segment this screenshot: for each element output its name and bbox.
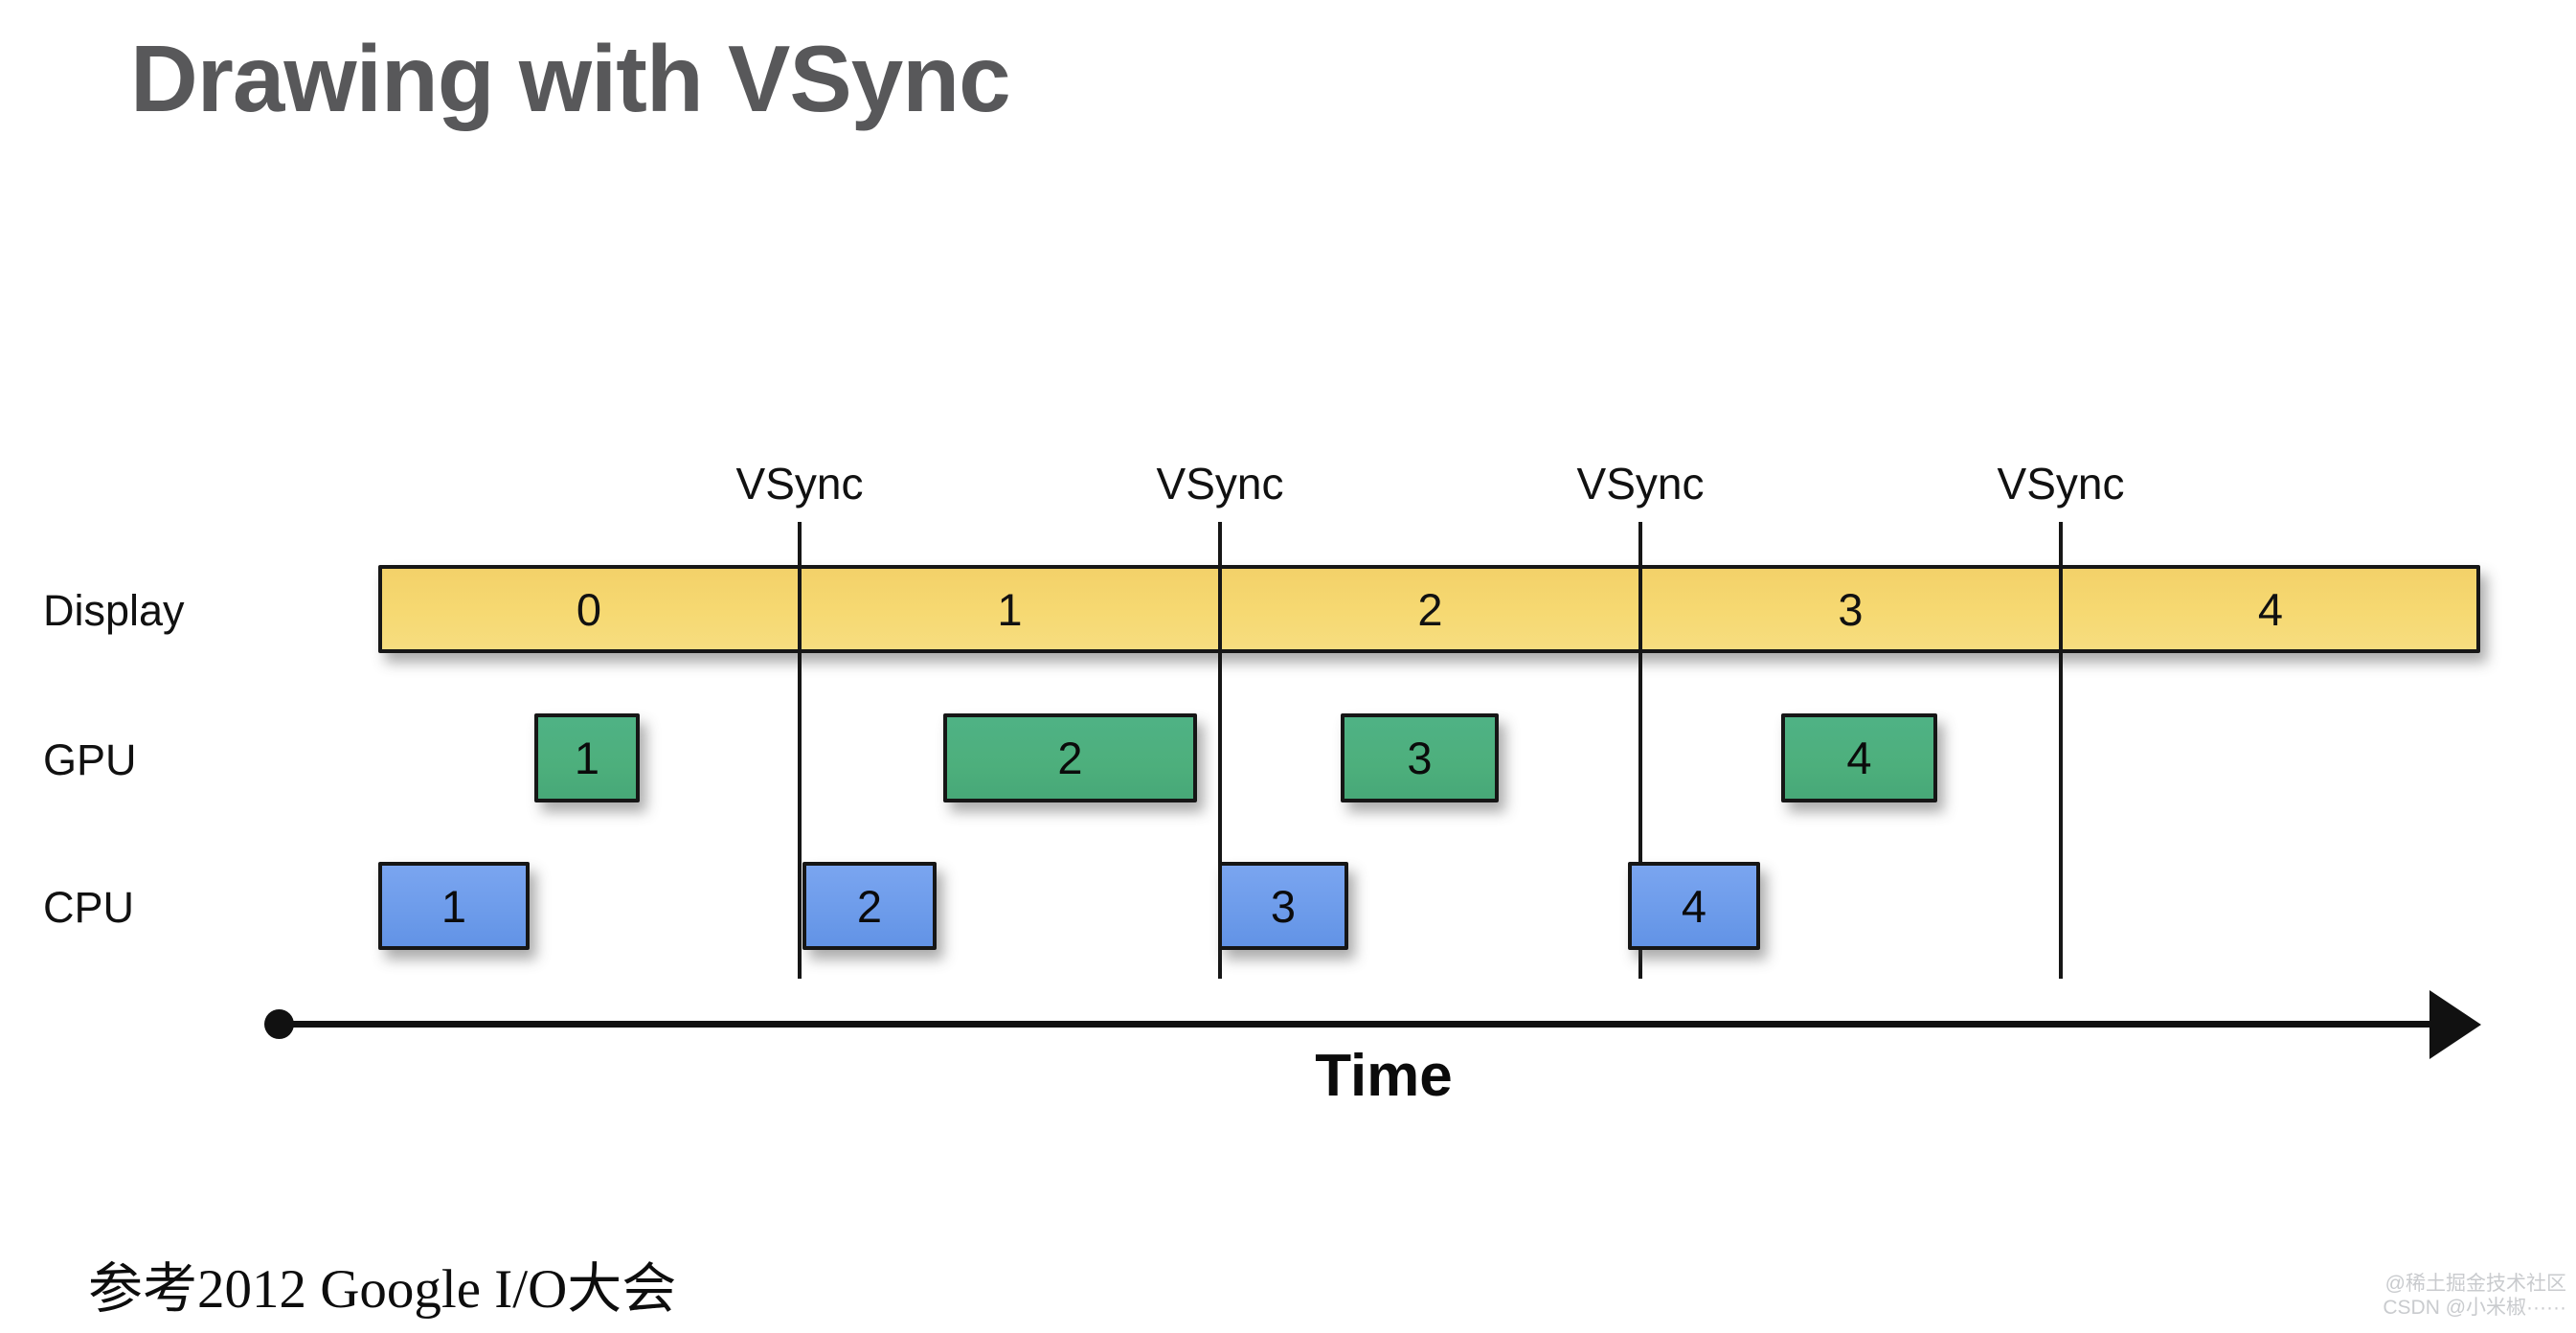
watermark-line-1: @稀土掘金技术社区 [2384, 1273, 2566, 1295]
time-axis-label: Time [1315, 1043, 1453, 1109]
row-label-cpu: CPU [43, 883, 135, 932]
slide-title: Drawing with VSync [130, 26, 1011, 131]
time-axis-arrowhead-icon [2429, 990, 2481, 1059]
watermark-line-2: CSDN @小米椒······ [2383, 1297, 2566, 1320]
cpu-block-4: 4 [1628, 862, 1760, 950]
display-segment-1: 1 [997, 583, 1023, 635]
gpu-block-1: 1 [534, 713, 640, 802]
vsync-label-1: VSync [735, 459, 864, 508]
row-label-gpu: GPU [43, 735, 137, 784]
row-label-display: Display [43, 586, 185, 635]
vsync-line-3 [1638, 522, 1642, 979]
cpu-block-3: 3 [1218, 862, 1348, 950]
vsync-label-2: VSync [1156, 459, 1284, 508]
vsync-line-2 [1218, 522, 1222, 979]
cpu-block-2: 2 [802, 862, 937, 950]
reference-caption: 参考2012 Google I/O大会 [88, 1259, 677, 1320]
display-segment-4: 4 [2257, 583, 2284, 635]
cpu-block-1: 1 [378, 862, 530, 950]
gpu-block-4: 4 [1781, 713, 1937, 802]
gpu-block-2: 2 [943, 713, 1197, 802]
display-timeline-bar [378, 565, 2480, 653]
display-segment-2: 2 [1417, 583, 1443, 635]
vsync-line-4 [2059, 522, 2063, 979]
time-axis-line [278, 1021, 2437, 1028]
display-segment-3: 3 [1838, 583, 1864, 635]
vsync-label-4: VSync [1997, 459, 2125, 508]
watermark: @稀土掘金技术社区 CSDN @小米椒······ [2383, 1272, 2566, 1320]
gpu-block-3: 3 [1341, 713, 1499, 802]
vsync-label-3: VSync [1576, 459, 1705, 508]
display-segment-0: 0 [576, 583, 602, 635]
vsync-line-1 [798, 522, 802, 979]
